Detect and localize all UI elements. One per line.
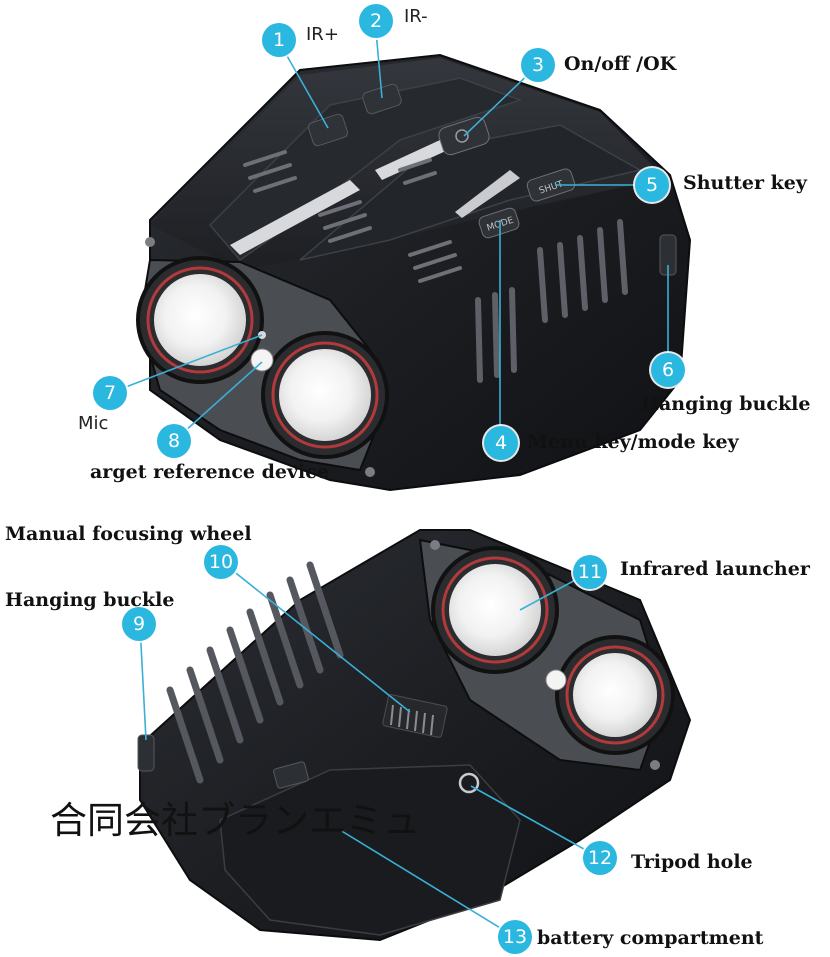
callout-3: 3 <box>521 48 555 82</box>
label-tripod-hole: Tripod hole <box>631 851 753 873</box>
callout-10: 10 <box>204 545 238 579</box>
callout-12: 12 <box>583 841 617 875</box>
label-infrared-launcher: Infrared launcher <box>620 558 810 580</box>
callout-1: 1 <box>262 23 296 57</box>
bottom-device <box>137 529 692 942</box>
label-hanging-buckle-top: Hanging buckle <box>641 393 811 415</box>
callout-2: 2 <box>359 4 393 38</box>
bottom-left-lens <box>431 546 559 674</box>
label-ir-plus: IR+ <box>306 24 339 45</box>
label-hanging-buckle-bottom: Hanging buckle <box>5 589 175 611</box>
bottom-right-lens <box>555 635 675 755</box>
top-left-lens <box>136 256 264 384</box>
company-watermark: 合同会社ブランエミュ <box>50 799 420 842</box>
callout-8: 8 <box>157 424 191 458</box>
label-manual-focusing-wheel: Manual focusing wheel <box>5 523 252 545</box>
label-mic: Mic <box>78 413 109 434</box>
callout-7: 7 <box>93 376 127 410</box>
top-right-lens <box>261 331 389 459</box>
callout-11: 11 <box>573 555 607 589</box>
callout-5: 5 <box>635 168 669 202</box>
label-menu-mode-key: Menu key/mode key <box>527 431 739 453</box>
callout-4: 4 <box>484 426 518 460</box>
label-target-reference-device: arget reference device <box>90 461 329 483</box>
label-on-off-ok: On/off /OK <box>564 53 677 75</box>
callout-9: 9 <box>122 607 156 641</box>
label-shutter-key: Shutter key <box>683 172 807 194</box>
callout-13: 13 <box>498 920 532 954</box>
callout-6: 6 <box>651 353 685 387</box>
leader-lines <box>109 19 669 938</box>
label-ir-minus: IR- <box>404 6 428 27</box>
top-device: SHUT MODE <box>136 53 692 492</box>
label-battery-compartment: battery compartment <box>537 927 764 949</box>
